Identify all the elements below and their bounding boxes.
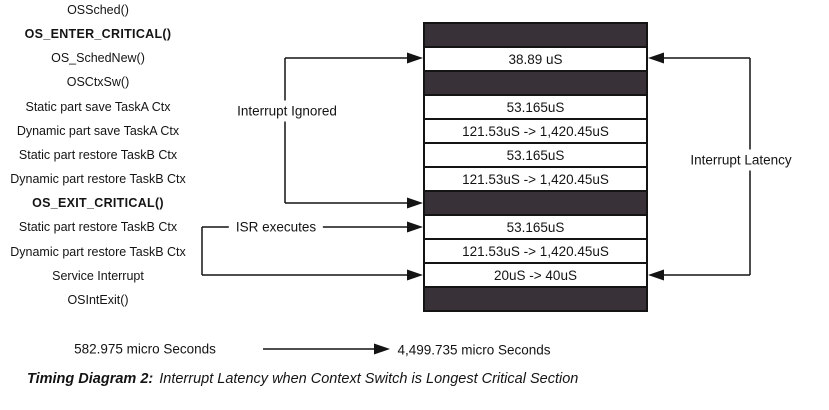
interrupt-latency-arrowheads xyxy=(648,52,664,281)
left-label: OS_ENTER_CRITICAL() xyxy=(24,27,172,42)
execution-timeline-box: 38.89 uS 53.165uS 121.53uS -> 1,420.45uS… xyxy=(423,22,648,312)
diagram-caption: Timing Diagram 2: Interrupt Latency when … xyxy=(27,371,578,387)
caption-text: Interrupt Latency when Context Switch is… xyxy=(159,371,579,387)
left-label: OS_EXIT_CRITICAL() xyxy=(32,196,164,211)
left-label: Static part save TaskA Ctx xyxy=(25,99,171,114)
duration-cell: 121.53uS -> 1,420.45uS xyxy=(425,240,646,264)
critical-section-bar xyxy=(425,192,646,216)
duration-cell: 20uS -> 40uS xyxy=(425,264,646,288)
duration-cell: 38.89 uS xyxy=(425,48,646,72)
interrupt-ignored-bracket xyxy=(284,57,408,204)
timeline-arrow xyxy=(263,343,390,355)
interrupt-ignored-arrowheads xyxy=(407,52,423,209)
critical-section-bar xyxy=(425,72,646,96)
isr-executes-arrowheads xyxy=(407,221,423,281)
critical-section-bar xyxy=(425,288,646,310)
left-label: OSSched() xyxy=(67,3,129,17)
timeline-start-label: 582.975 micro Seconds xyxy=(74,341,216,357)
left-label: Dynamic part restore TaskB Ctx xyxy=(10,172,186,187)
duration-cell: 53.165uS xyxy=(425,216,646,240)
left-label: Dynamic part restore TaskB Ctx xyxy=(10,244,186,259)
caption-title: Timing Diagram 2: xyxy=(27,371,154,387)
left-label: Static part restore TaskB Ctx xyxy=(18,220,178,235)
critical-section-bar xyxy=(425,24,646,48)
duration-cell: 53.165uS xyxy=(425,144,646,168)
routine-label-column: OSSched() OS_ENTER_CRITICAL() OS_SchedNe… xyxy=(0,0,196,312)
left-label: OS_SchedNew() xyxy=(51,51,145,66)
isr-executes-label: ISR executes xyxy=(228,216,324,238)
left-label: OSCtxSw() xyxy=(66,75,130,90)
duration-cell: 121.53uS -> 1,420.45uS xyxy=(425,120,646,144)
left-label: Static part restore TaskB Ctx xyxy=(18,147,178,162)
left-label: Service Interrupt xyxy=(52,268,144,283)
duration-cell: 121.53uS -> 1,420.45uS xyxy=(425,168,646,192)
interrupt-ignored-label: Interrupt Ignored xyxy=(230,100,344,122)
left-label: Dynamic part save TaskA Ctx xyxy=(16,123,180,138)
timeline-end-label: 4,499.735 micro Seconds xyxy=(397,342,551,358)
left-label: OSIntExit() xyxy=(67,292,129,307)
interrupt-latency-label: Interrupt Latency xyxy=(683,149,799,171)
duration-cell: 53.165uS xyxy=(425,96,646,120)
